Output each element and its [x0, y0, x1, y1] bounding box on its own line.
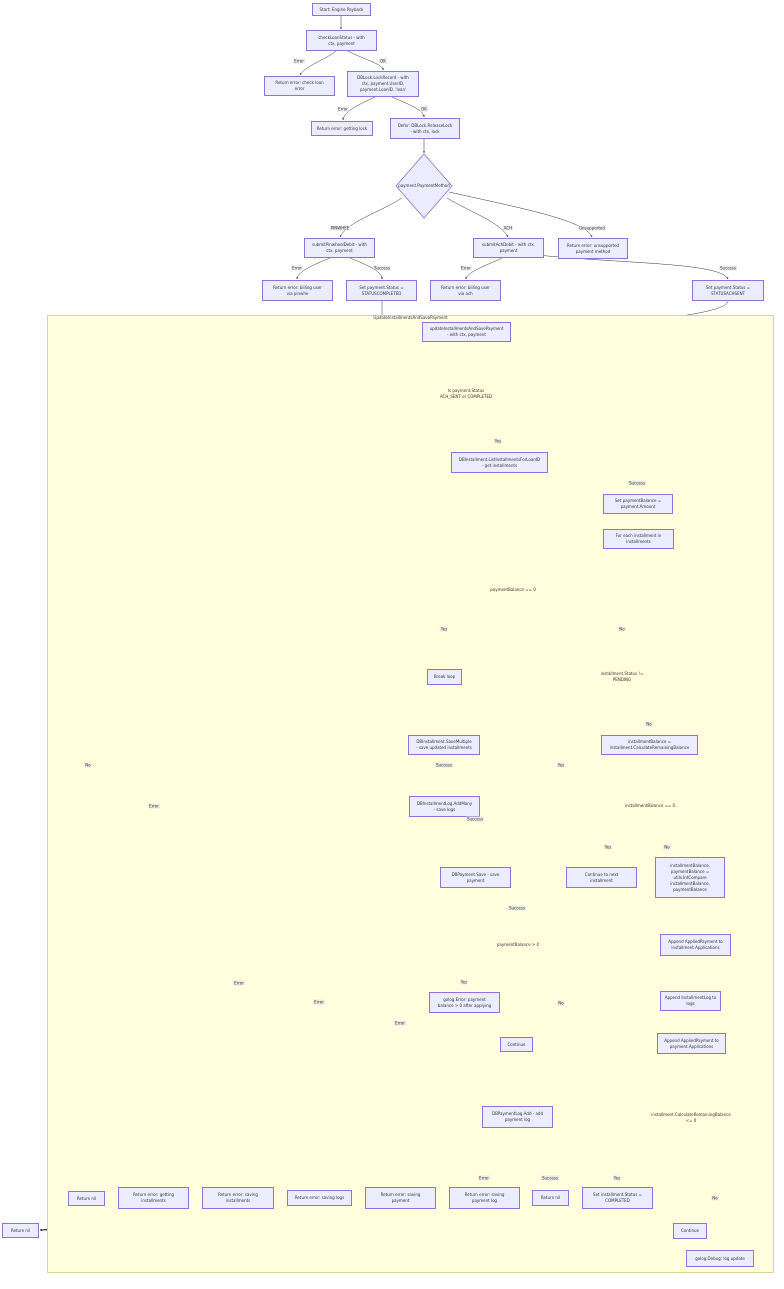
- edge-4: [391, 96, 425, 118]
- edge-label-pinwheel: PINWHEE: [329, 225, 351, 231]
- edge-label-yes: Yes: [459, 979, 469, 985]
- edge-1: [299, 50, 337, 76]
- edge-label-success: Success: [465, 816, 485, 822]
- node-submit-pinwheel: submitPinwheelDebit - with ctx, payment: [304, 238, 375, 258]
- node-update-installments: updateInstallmentsAndSavePayment - with …: [422, 322, 511, 342]
- edge-label-success: Success: [434, 762, 454, 768]
- node-append-applied1: Append AppliedPayment to installment.App…: [660, 934, 731, 956]
- node-compare: installmentBalance, paymentBalance = uti…: [655, 857, 725, 898]
- node-continue-right: Continue: [673, 1223, 707, 1239]
- edge-label-success: Success: [507, 905, 527, 911]
- node-list-installments: DBInstallment.ListInstallmentsForLoanID …: [451, 452, 548, 473]
- edge-label-error: Error: [148, 803, 160, 809]
- node-continue-next: Continue to next installment: [566, 867, 637, 888]
- edge-8: [448, 191, 593, 238]
- node-defer-release: Defer: DBLock.ReleaseLock - with ctx, lo…: [390, 118, 460, 139]
- node-err-lock: Return error: getting lock: [311, 121, 373, 136]
- node-err-unsupported: Return error: unsupported payment method: [558, 238, 628, 259]
- node-calc-remaining: installmentBalance = installment.Calcula…: [601, 735, 698, 755]
- edge-label-yes: Yes: [493, 438, 503, 444]
- edge-label-ok: OK: [379, 58, 387, 64]
- node-golog-debug: golog.Debug: log update: [686, 1250, 754, 1267]
- node-check-loan: checkLoanStatus - with ctx, payment: [306, 30, 377, 51]
- node-continue-mid: Continue: [500, 1037, 533, 1052]
- decision-label-payment-method: payment.PaymentMethod: [398, 183, 450, 188]
- node-err-save-plog: Return error: saving payment log: [449, 1187, 520, 1209]
- node-submit-ach: submitAchDebit - with ctx, payment: [473, 238, 544, 258]
- node-err-save-inst: Return error: saving installments: [202, 1187, 274, 1209]
- decision-label-inst-pending: installment.Status != PENDING: [600, 671, 644, 682]
- edge-label-error: Error: [293, 58, 305, 64]
- edge-label-error: Error: [460, 265, 472, 271]
- edge-label-yes: Yes: [556, 762, 566, 768]
- edge-label-error: Error: [313, 999, 325, 1005]
- edge-label-yes: Yes: [612, 1175, 622, 1181]
- node-start: Start: Engine Payback: [312, 3, 371, 16]
- node-set-completed: Set payment.Status = STATUSCOMPLETED: [346, 280, 417, 301]
- node-golog-error: golog.Error: payment balance > 0 after a…: [429, 992, 500, 1013]
- node-err-billing-pinwheel: Return error: billing user via pinwhe: [262, 280, 333, 301]
- node-set-balance: Set paymentBalance = payment.Amount: [603, 494, 673, 514]
- edge-label-no: No: [645, 721, 653, 727]
- edge-9: [296, 257, 331, 280]
- edge-label-success: Success: [540, 1175, 560, 1181]
- node-break-loop: Break loop: [427, 669, 462, 685]
- edge-label-success: Success: [627, 480, 647, 486]
- decision-label-remaining-le: installment.CalculateRemainingBalance <=…: [651, 1112, 731, 1123]
- node-add-many: DBInstallmentLog.AddMany - save logs: [409, 796, 480, 817]
- edge-7: [446, 197, 509, 238]
- node-err-billing-ach: Return error: billing user via ach: [430, 280, 501, 301]
- edge-label-error: Error: [291, 265, 303, 271]
- node-ret-nil-outer: Return nil: [2, 1223, 39, 1238]
- decision-label-inst-balance-zero: installmentBalance == 0: [624, 803, 676, 808]
- decision-label-balance-gt: paymentBalance > 0: [496, 942, 540, 947]
- edge-2: [347, 50, 384, 71]
- edge-label-no: No: [663, 844, 671, 850]
- decision-payment-method: [395, 153, 453, 219]
- edge-label-unsupported: Unsupported: [578, 225, 606, 231]
- edge-label-no: No: [618, 626, 626, 632]
- edge-6: [339, 197, 403, 238]
- node-lock: DBLock.LockRecord - with ctx, payment.Us…: [347, 71, 419, 97]
- edge-label-no: No: [557, 1000, 565, 1006]
- node-payment-save: DBPayment.Save - save payment: [440, 867, 511, 888]
- node-set-achsent: Set payment.Status = STATUSACHSENT: [692, 280, 764, 301]
- node-err-get-inst: Return error: getting installments: [118, 1187, 189, 1209]
- edge-label-no: No: [711, 1195, 719, 1201]
- node-append-applied2: Append AppliedPayment to payment.Applica…: [657, 1033, 726, 1054]
- node-err-save-payment: Return error: saving payment: [365, 1187, 436, 1209]
- edge-label-yes: Yes: [439, 626, 449, 632]
- node-ret-nil2: Return nil: [532, 1190, 569, 1206]
- edge-label-success: Success: [372, 265, 392, 271]
- node-set-inst-completed: Set installment.Status = COMPLETED: [582, 1187, 653, 1209]
- edge-label-error: Error: [394, 1020, 406, 1026]
- edge-label-success: Success: [718, 265, 738, 271]
- edge-3: [342, 96, 376, 121]
- subgraph-title: UpdateInstallmentsAndSavePayment: [373, 315, 448, 320]
- subgraph-update-installments: UpdateInstallmentsAndSavePayment: [47, 315, 774, 1273]
- node-payment-log-add: DBPaymentLog.Add - add payment log: [482, 1106, 553, 1128]
- decision-label-is-status: Is payment.Status ACH_SENT or COMPLETED: [439, 388, 493, 399]
- edge-label-ok: OK: [420, 106, 428, 112]
- edge-label-ach: ACH: [502, 225, 514, 231]
- node-ret-nil-inner: Return nil: [68, 1191, 105, 1206]
- node-for-each: For each installment in installments: [603, 529, 674, 549]
- edge-label-error: Error: [233, 980, 245, 986]
- decision-label-balance-zero: paymentBalance == 0: [490, 587, 536, 592]
- node-err-save-logs: Return error: saving logs: [287, 1190, 352, 1206]
- node-err-check-loan: Return error: check loan error: [264, 76, 335, 96]
- edge-label-error: Error: [478, 1175, 490, 1181]
- edge-11: [465, 257, 503, 280]
- node-save-multiple: DBInstallment.SaveMultiple - save update…: [408, 735, 480, 755]
- node-append-log: Append InstallmentLog to logs: [660, 991, 721, 1011]
- edge-label-yes: Yes: [603, 844, 613, 850]
- edge-label-no: No: [84, 762, 92, 768]
- edge-label-error: Error: [337, 106, 349, 112]
